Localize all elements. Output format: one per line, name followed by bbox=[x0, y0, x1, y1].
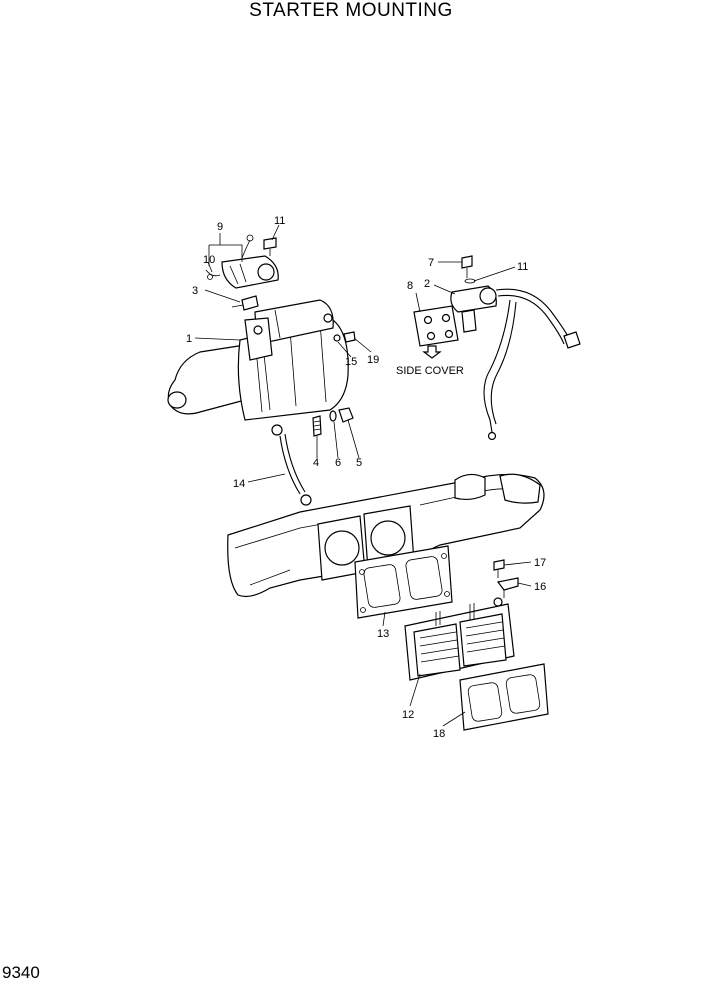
callout-5: 5 bbox=[356, 457, 362, 469]
callout-15: 15 bbox=[345, 356, 357, 368]
bracket-and-bolt bbox=[493, 559, 519, 598]
callout-10: 10 bbox=[203, 254, 215, 266]
callout-11-side-cover: 11 bbox=[517, 261, 528, 273]
callout-12: 12 bbox=[402, 709, 414, 721]
callout-8: 8 bbox=[407, 280, 413, 292]
starter-motor bbox=[167, 299, 349, 421]
callout-14: 14 bbox=[233, 478, 245, 490]
leader-lines bbox=[194, 224, 532, 727]
callout-9: 9 bbox=[217, 221, 223, 233]
callout-1: 1 bbox=[186, 333, 192, 345]
side-cover-label: SIDE COVER bbox=[396, 365, 464, 377]
heater-element bbox=[404, 597, 515, 681]
callout-17: 17 bbox=[534, 557, 546, 569]
callout-19: 19 bbox=[367, 354, 379, 366]
callout-18: 18 bbox=[433, 728, 445, 740]
callout-labels: 9 10 11 3 1 15 19 4 6 5 14 7 11 2 8 17 1… bbox=[186, 215, 546, 740]
callout-3: 3 bbox=[192, 285, 198, 297]
gasket-13 bbox=[354, 545, 453, 619]
page-title: STARTER MOUNTING bbox=[249, 0, 453, 21]
side-cover-assembly bbox=[413, 255, 581, 441]
solenoid-assembly bbox=[205, 234, 279, 311]
page-number: 9340 bbox=[2, 963, 40, 982]
starter-fasteners bbox=[312, 331, 356, 437]
ground-cable bbox=[271, 424, 312, 506]
callout-11-solenoid: 11 bbox=[274, 215, 285, 227]
callout-6: 6 bbox=[335, 457, 341, 469]
callout-13: 13 bbox=[377, 628, 389, 640]
callout-7: 7 bbox=[428, 257, 434, 269]
gasket-18 bbox=[459, 663, 549, 731]
callout-4: 4 bbox=[313, 457, 319, 469]
callout-2: 2 bbox=[424, 278, 430, 290]
callout-16: 16 bbox=[534, 581, 546, 593]
